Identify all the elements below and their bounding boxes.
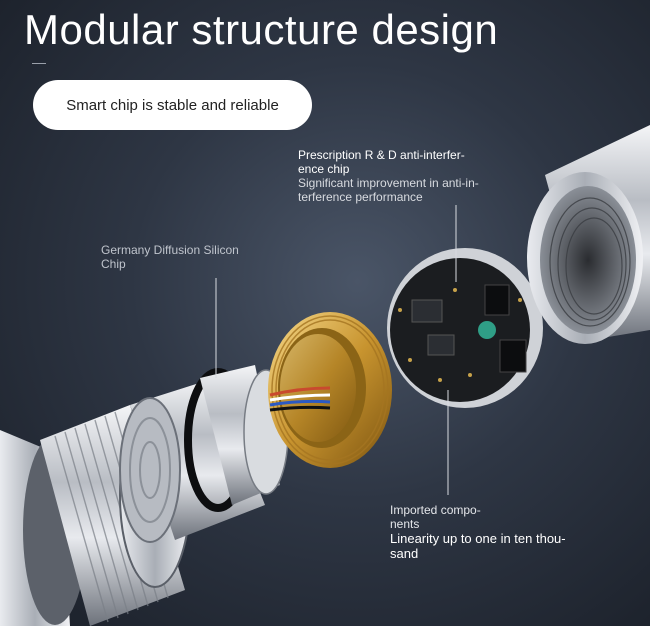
chip-callout-line1: Prescription R & D anti-interfer-	[298, 148, 465, 162]
feature-pill: Smart chip is stable and reliable	[33, 80, 312, 130]
germany-callout-line1: Germany Diffusion Silicon	[101, 243, 239, 257]
imported-callout: Imported compo- nents Linearity up to on…	[390, 503, 570, 561]
chip-callout-line2: ence chip	[298, 162, 350, 176]
end-cap	[527, 125, 650, 344]
chip-callout-line3: Significant improvement in anti-in-	[298, 176, 479, 190]
chip-callout: Prescription R & D anti-interfer- ence c…	[298, 148, 508, 204]
diffusion-silicon-chip	[119, 365, 289, 543]
germany-callout-line2: Chip	[101, 257, 126, 271]
title-divider	[32, 63, 46, 64]
imported-callout-line1: Imported compo-	[390, 503, 481, 517]
feature-pill-text: Smart chip is stable and reliable	[66, 96, 279, 114]
page-title: Modular structure design	[24, 6, 499, 53]
germany-callout: Germany Diffusion Silicon Chip	[101, 243, 271, 271]
chip-callout-line4: terference performance	[298, 190, 423, 204]
imported-callout-line2: nents	[390, 517, 420, 531]
brass-thread-ring	[268, 312, 392, 468]
circuit-board	[387, 248, 543, 408]
imported-callout-line4: sand	[390, 546, 419, 561]
imported-callout-line3: Linearity up to one in ten thou-	[390, 531, 566, 546]
